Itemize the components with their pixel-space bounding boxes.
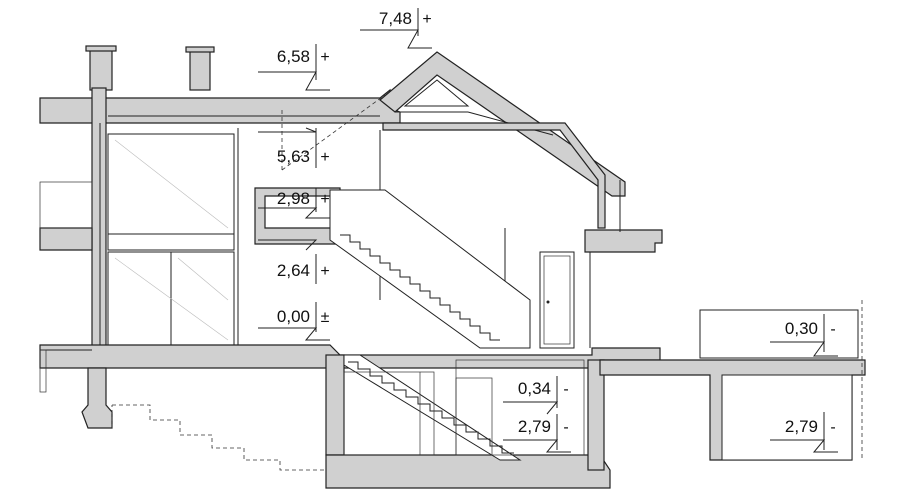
svg-text:±: ± xyxy=(321,309,330,326)
roof-eave-right xyxy=(584,229,663,253)
garage-upper-box xyxy=(699,309,859,359)
svg-text:-: - xyxy=(830,321,835,338)
pitched-roof xyxy=(379,51,626,197)
chimney-cap-left xyxy=(85,45,117,52)
building-structure xyxy=(39,45,866,489)
svg-text:+: + xyxy=(320,49,329,66)
level-marker: + 2,98 xyxy=(258,188,330,219)
level-marker: - 0,34 xyxy=(503,376,569,415)
attic-gable-void xyxy=(403,79,470,107)
svg-text:2,79: 2,79 xyxy=(518,417,551,436)
svg-text:+: + xyxy=(422,11,431,28)
level-marker: + 2,64 xyxy=(258,239,330,284)
staircase-upper xyxy=(329,189,531,349)
staircase-lower xyxy=(343,354,522,461)
svg-text:5,63: 5,63 xyxy=(277,147,310,166)
svg-text:6,58: 6,58 xyxy=(277,47,310,66)
interior-door xyxy=(539,251,575,349)
level-marker: + 7,48 xyxy=(360,8,432,49)
garage-room xyxy=(721,374,853,461)
svg-text:2,64: 2,64 xyxy=(277,261,310,280)
svg-text:2,79: 2,79 xyxy=(785,417,818,436)
svg-text:0,34: 0,34 xyxy=(518,379,551,398)
svg-text:-: - xyxy=(563,381,568,398)
level-marker: - 2,79 xyxy=(503,414,571,453)
svg-text:0,00: 0,00 xyxy=(277,307,310,326)
upper-floor-ceiling xyxy=(382,122,606,229)
foundation-left xyxy=(81,367,113,429)
chimney-left xyxy=(89,47,113,91)
svg-text:+: + xyxy=(320,263,329,280)
basement-floor-slab xyxy=(325,454,611,489)
chimney-right xyxy=(189,49,211,91)
svg-text:-: - xyxy=(563,419,568,436)
svg-text:+: + xyxy=(320,149,329,166)
svg-text:2,98: 2,98 xyxy=(277,189,310,208)
chimney-cap-right xyxy=(185,46,215,53)
left-exterior-wall xyxy=(91,87,107,351)
basement-wall-right xyxy=(587,359,605,471)
level-marker: - 2,79 xyxy=(770,412,838,453)
level-marker: + 6,58 xyxy=(258,44,330,91)
svg-text:+: + xyxy=(320,191,329,208)
svg-text:0,30: 0,30 xyxy=(785,319,818,338)
level-marker: + 5,63 xyxy=(258,127,330,168)
basement-wall-left xyxy=(325,354,345,456)
svg-text:7,48: 7,48 xyxy=(379,9,412,28)
level-marker: ± 0,00 xyxy=(258,302,330,341)
level-marker: - 0,30 xyxy=(770,314,838,357)
balcony-slab xyxy=(39,227,93,251)
window-transom xyxy=(107,233,235,251)
svg-text:-: - xyxy=(830,419,835,436)
